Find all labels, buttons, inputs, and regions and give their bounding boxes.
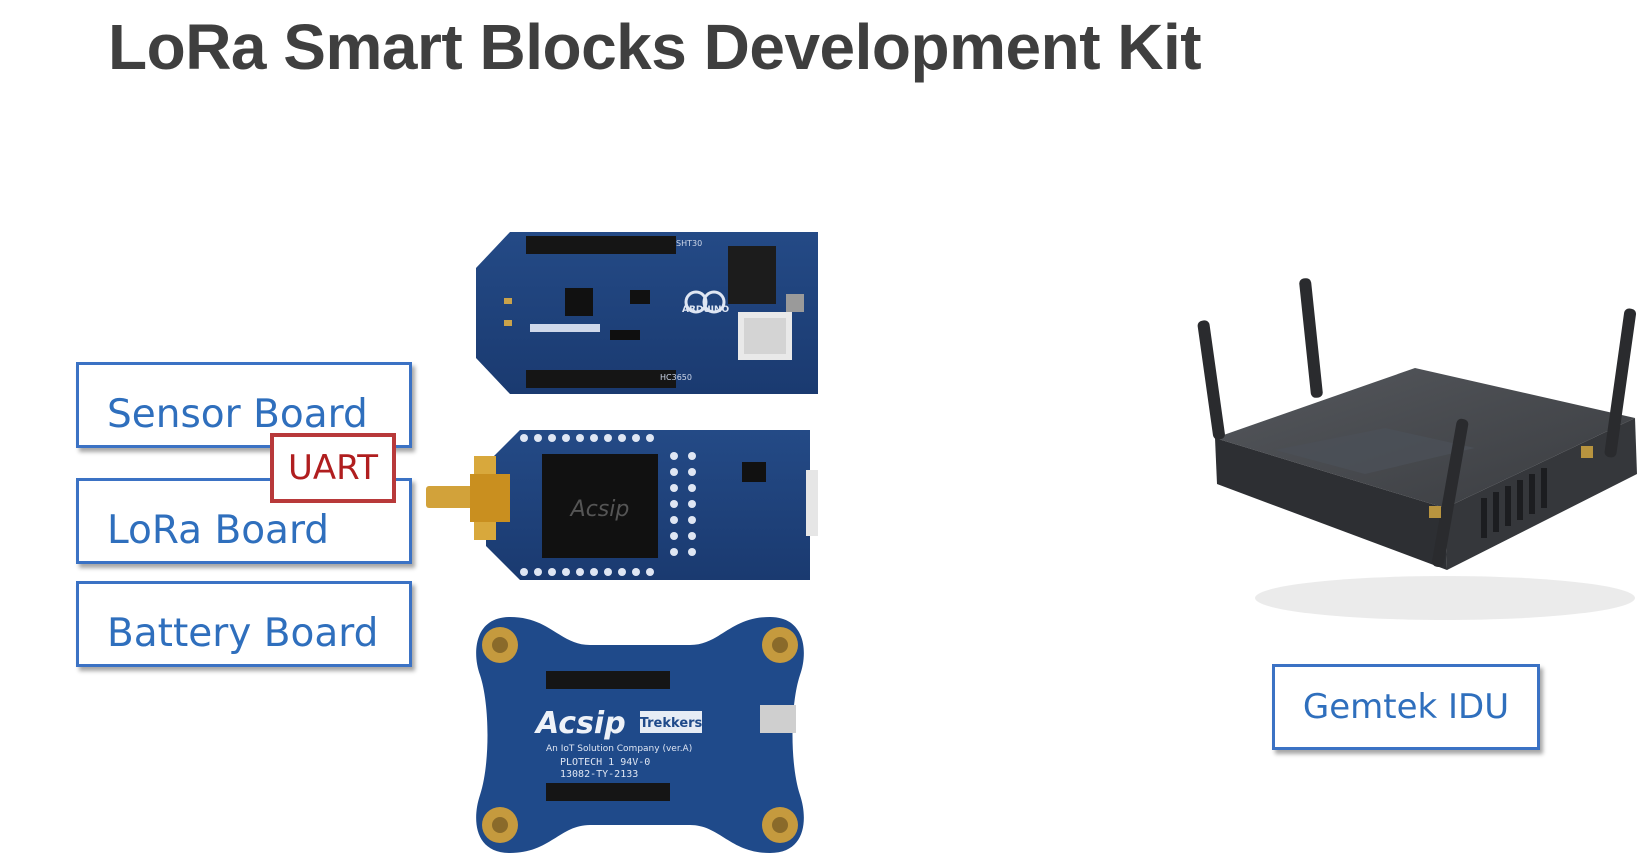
sensor-board-image: SHT30 HC3650 ARDUINO <box>476 232 818 394</box>
svg-text:ARDUINO: ARDUINO <box>682 305 730 315</box>
battery-board-image: Acsip Trekkers An IoT Solution Company (… <box>476 617 804 853</box>
battery-board-label: Battery Board <box>76 581 412 667</box>
svg-text:Trekkers: Trekkers <box>640 716 703 731</box>
svg-text:13082-TY-2133: 13082-TY-2133 <box>560 769 638 780</box>
gemtek-idu-label: Gemtek IDU <box>1272 664 1540 750</box>
svg-text:An IoT Solution Company (ver.A: An IoT Solution Company (ver.A) <box>546 744 692 754</box>
svg-text:SHT30: SHT30 <box>676 239 702 248</box>
gateway-image <box>1197 278 1637 620</box>
lora-board-image: Acsip <box>426 430 818 580</box>
svg-text:Acsip: Acsip <box>534 706 626 741</box>
svg-text:PLOTECH 1 94V-0: PLOTECH 1 94V-0 <box>560 757 650 768</box>
svg-text:HC3650: HC3650 <box>660 373 692 382</box>
sensor-board-label: Sensor Board <box>76 362 412 448</box>
page-title: LoRa Smart Blocks Development Kit <box>108 11 1202 83</box>
svg-text:Acsip: Acsip <box>569 497 630 522</box>
uart-label: UART <box>270 433 396 503</box>
